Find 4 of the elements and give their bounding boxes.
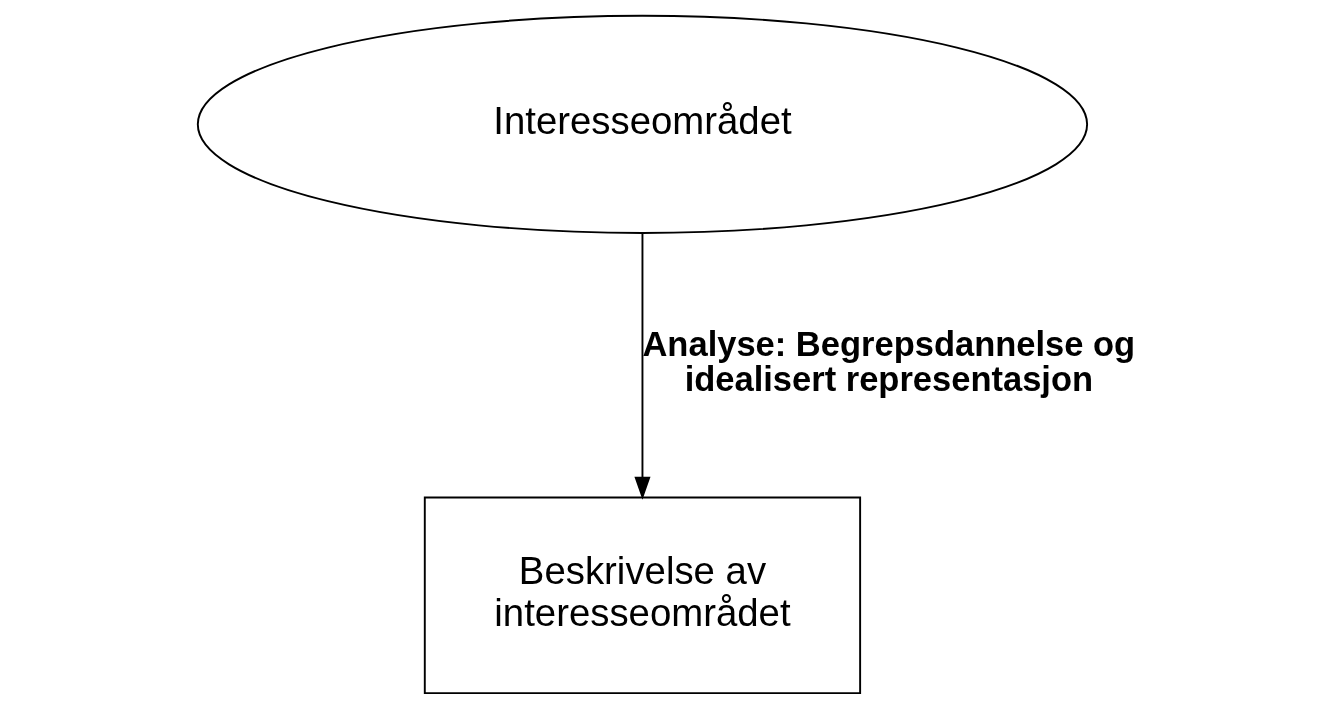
arrow [633, 231, 651, 500]
edge-label: Analyse: Begrepsdannelse og idealisert representasjon [641, 325, 1135, 398]
node-box: Beskrivelse av interesseområdet [423, 496, 861, 695]
node-ellipse: Interesseområdet [196, 14, 1088, 234]
